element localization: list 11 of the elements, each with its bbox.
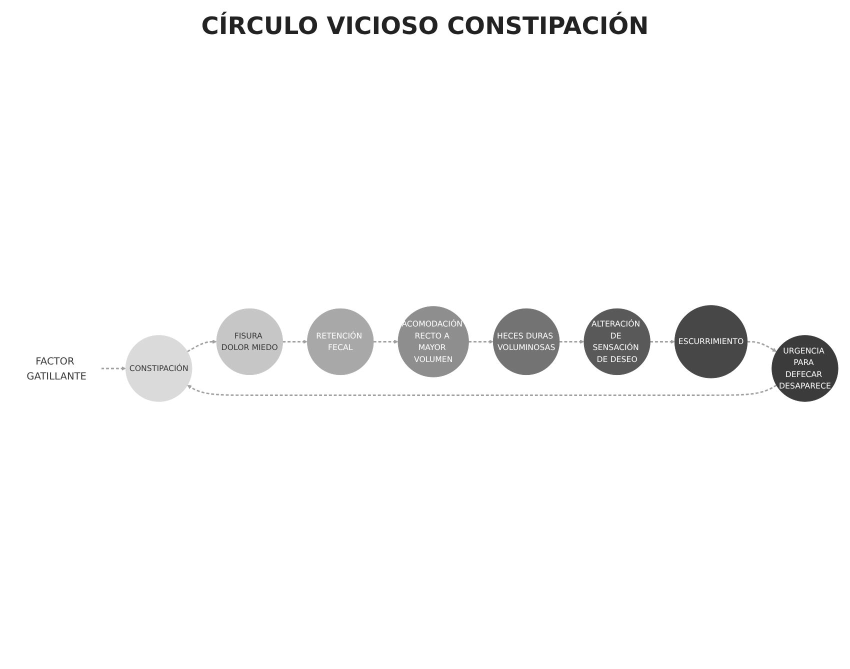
node-text: FACTOR GATILLANTE [26, 355, 86, 382]
arrow [373, 340, 398, 344]
arrow [468, 340, 494, 344]
arrow [101, 366, 126, 371]
arrow [187, 340, 217, 352]
arrow [650, 340, 675, 344]
arrow [747, 340, 777, 352]
arrow [282, 340, 308, 344]
diagram-title: CÍRCULO VICIOSO CONSTIPACIÓN [201, 12, 649, 40]
arrow [559, 340, 584, 344]
arrow [187, 384, 777, 396]
